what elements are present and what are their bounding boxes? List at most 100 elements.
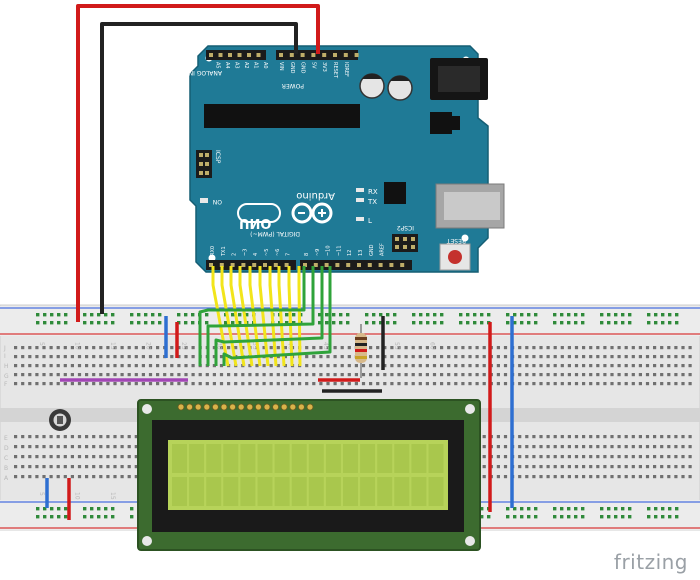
lcd-pin[interactable] [280,403,288,411]
header-pin[interactable] [333,53,337,57]
breadboard-hole [440,364,444,368]
rail-hole [43,515,47,519]
header-pin[interactable] [313,263,318,267]
yellow-data-wire[interactable] [248,266,262,367]
header-pin[interactable] [346,263,351,267]
header-pin[interactable] [209,263,213,267]
analog-pin-label: A4 [224,62,230,69]
lcd-pin[interactable] [229,403,237,411]
breadboard-hole [688,373,692,377]
header-pin[interactable] [218,53,223,57]
header-pin[interactable] [354,53,359,57]
header-pin[interactable] [209,53,213,57]
breadboard-hole [156,355,160,359]
breadboard-hole [674,355,678,359]
breadboard-hole [624,475,628,479]
red-5v-wire[interactable] [76,4,320,322]
green-data-wire[interactable] [198,266,306,366]
green-data-wire[interactable] [206,266,315,366]
lcd-pin[interactable] [237,403,245,411]
lcd-pin[interactable] [246,403,254,411]
header-pin[interactable] [252,263,257,267]
header-pin[interactable] [241,263,246,267]
green-data-wire[interactable] [222,266,332,366]
lcd-pin[interactable] [177,403,185,411]
black-gnd-wire[interactable] [100,22,298,314]
header-pin[interactable] [367,263,372,267]
lcd-pin[interactable] [263,403,271,411]
rail-hole [144,313,148,317]
breadboard-hole [610,465,614,469]
breadboard-hole [518,364,522,368]
header-pin[interactable] [322,53,327,57]
breadboard-hole [660,346,664,350]
header-pin[interactable] [324,263,329,267]
breadboard-hole [92,455,96,459]
breadboard-hole [681,435,685,439]
lcd-pin[interactable] [186,403,194,411]
header-pin[interactable] [378,263,383,267]
breadboard-hole [219,346,224,350]
header-pin[interactable] [273,263,278,267]
yellow-data-wire[interactable] [220,266,238,367]
breadboard-hole [290,373,295,377]
yellow-data-wire[interactable] [238,266,254,367]
breadboard-hole [681,364,685,368]
header-pin[interactable] [284,263,289,267]
breadboard-hole [241,382,245,386]
header-pin[interactable] [279,53,283,57]
lcd-pin[interactable] [194,403,202,411]
breadboard-hole [184,373,188,377]
header-pin[interactable] [219,263,224,267]
lcd-pin[interactable] [272,403,280,411]
resistor[interactable] [355,324,367,378]
data-wires [198,266,332,367]
lcd-pin[interactable] [254,403,262,411]
yellow-data-wire[interactable] [229,266,246,367]
potentiometer[interactable] [49,409,71,431]
breadboard-hole [631,475,635,479]
header-pin[interactable] [343,53,348,57]
rail-hole [393,321,397,325]
reset-button-cap[interactable] [448,250,462,264]
rail-hole [292,313,296,317]
breadboard-hole [418,355,422,359]
lcd-pin[interactable] [306,403,314,411]
breadboard-hole [645,382,650,386]
header-pin[interactable] [303,263,307,267]
lcd-pin[interactable] [211,403,219,411]
header-pin[interactable] [400,263,405,267]
header-pin[interactable] [256,53,261,57]
green-data-wire[interactable] [214,266,324,366]
header-pin[interactable] [389,263,394,267]
header-pin[interactable] [228,53,232,57]
yellow-data-wire[interactable] [297,266,302,367]
breadboard-hole [589,346,593,350]
header-pin[interactable] [300,53,305,57]
header-pin[interactable] [263,263,267,267]
header-pin[interactable] [237,53,242,57]
yellow-data-wire[interactable] [211,266,230,367]
rail-hole [57,313,61,317]
lcd-pin[interactable] [203,403,211,411]
breadboard-hole [14,382,18,386]
breadboard-hole [589,445,593,449]
header-pin[interactable] [247,53,251,57]
header-pin[interactable] [357,263,361,267]
lcd-pin[interactable] [289,403,297,411]
header-pin[interactable] [311,53,316,57]
header-pin[interactable] [335,263,340,267]
breadboard-hole [56,355,60,359]
breadboard-hole [49,455,53,459]
breadboard-hole [653,445,657,449]
lcd-pin[interactable] [297,403,305,411]
header-pin[interactable] [230,263,235,267]
header-pin[interactable] [289,53,294,57]
breadboard-hole [518,475,522,479]
rail-hole [57,507,61,511]
breadboard-hole [532,475,536,479]
breadboard-hole [603,373,607,377]
breadboard-hole [638,373,642,377]
lcd-pin[interactable] [220,403,228,411]
